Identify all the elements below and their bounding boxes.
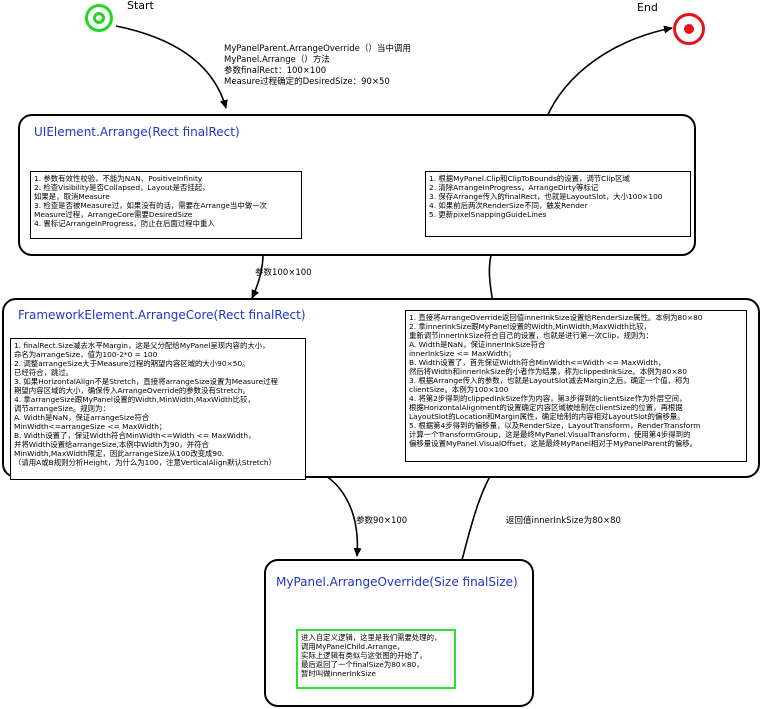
note-item: B. Width设置了，首先保证Width符合MinWidth<=Width <… xyxy=(409,358,666,367)
note-item: 偏移量设置MyPanel.VisualOffset，这是最终MyPanel相对于… xyxy=(409,439,697,448)
uielement-arrange-title: UIElement.Arrange(Rect finalRect) xyxy=(34,125,240,139)
start-node-icon xyxy=(85,4,113,32)
param-label-90x100: 参数90×100 xyxy=(356,516,408,526)
framework-left-notes: 1. finalRect.Size减去水平Margin，这是父分配给MyPane… xyxy=(10,338,306,480)
note-item: （请用A或B规则分析Height，为什么为100，注意VerticalAlign… xyxy=(14,458,276,467)
note-item: A. Width是NaN，保证innerInkSize符合 xyxy=(409,340,546,349)
start-label: Start xyxy=(127,0,154,12)
mypanel-arrangeoverride-title: MyPanel.ArrangeOverride(Size finalSize) xyxy=(276,575,518,589)
mypanel-notes: 进入自定义逻辑，这里是我们需要处理的， 调用MyPanelChild.Arran… xyxy=(296,629,456,689)
note-item: 1. 根据MyPanel.Clip和ClipToBounds的设置，调节Clip… xyxy=(429,174,630,183)
note-item: 并将Width设置给arrangeSize,本例中Width为90，并符合 xyxy=(14,440,209,449)
note-item: 调用MyPanelChild.Arrange， xyxy=(301,642,405,651)
end-label: End xyxy=(637,1,658,14)
note-item: 1. 直接将ArrangeOverride返回值innerInkSize设置给R… xyxy=(409,313,703,322)
note-item: 3. 根据Arrange传入的参数，也就是LayoutSlot减去Margin之… xyxy=(409,376,690,385)
note-item: 进入自定义逻辑，这里是我们需要处理的， xyxy=(301,633,442,642)
note-item: 重新调节innerInkSize符合自己的设置，也就是进行第一次Clip，规则为… xyxy=(409,331,654,340)
note-item: A. Width是NaN，保证arrangeSize符合 xyxy=(14,413,150,422)
note-item: Measure过程，ArrangeCore需要DesiredSize xyxy=(34,210,193,219)
note-item: 2. 清除ArrangeInProgress，ArrangeDirty等标记 xyxy=(429,183,599,192)
note-item: 期望内容区域的大小，确保传入ArrangeOverride的参数没有Stretc… xyxy=(14,386,250,395)
top-annotation: MyPanelParent.ArrangeOverride（）当中调用 MyPa… xyxy=(224,44,411,88)
note-item: 2. 检查Visibility是否Collapsed，Layout是否挂起， xyxy=(34,183,210,192)
note-item: 已经符合，跳过。 xyxy=(14,368,74,377)
note-item: 2. 调整arrangeSize大于Measure过程的期望内容区域的大小90×… xyxy=(14,359,250,368)
note-item: 4. 将第2步得到的clippedInkSize作为内容，第3步得到的clien… xyxy=(409,394,687,403)
note-item: 暂时叫做innerInkSize xyxy=(301,669,376,678)
note-item: clientSize。本例为100×100 xyxy=(409,385,509,394)
note-item: 命名为arrangeSize，值为100-2*0 = 100 xyxy=(14,350,158,359)
return-label-80x80: 返回值innerInkSize为80×80 xyxy=(506,516,621,526)
note-item: 计算一个TransformGroup，这是最终MyPanel.VisualTra… xyxy=(409,430,691,439)
note-item: 1. 参数有效性校验，不能为NAN、PositiveInfinity xyxy=(34,174,203,183)
note-item: 4. 拿arrangeSize跟MyPanel设置的Width,MinWidth… xyxy=(14,395,255,404)
note-item: LayoutSlot的Location和Margin属性，确定绘制的内容相对La… xyxy=(409,412,685,421)
note-item: 最后返回了一个finalSize为80×80， xyxy=(301,660,424,669)
uielement-left-notes: 1. 参数有效性校验，不能为NAN、PositiveInfinity 2. 检查… xyxy=(30,171,302,239)
note-item: 3. 检查是否被Measure过，如果没有的话，需要在Arrange当中做一次 xyxy=(34,201,267,210)
uielement-right-notes: 1. 根据MyPanel.Clip和ClipToBounds的设置，调节Clip… xyxy=(425,171,691,237)
note-item: MinWidth,MaxWidth限定，因此arrangeSize从100改变成… xyxy=(14,449,225,458)
annotation-line: MyPanelParent.ArrangeOverride（）当中调用 xyxy=(224,44,411,54)
framework-arrangecore-title: FrameworkElement.ArrangeCore(Rect finalR… xyxy=(18,308,306,322)
note-item: 实际上逻辑有类似与这张图的开始了， xyxy=(301,651,427,660)
end-node-icon xyxy=(673,13,705,45)
note-item: 4. 置标记ArrangeInProgress，防止在后面过程中重入 xyxy=(34,219,215,228)
arrow-mypanel-to-framework xyxy=(461,463,499,561)
note-item: MinWidth<=arrangeSize <= MaxWidth； xyxy=(14,422,167,431)
annotation-line: 参数finalRect：100×100 xyxy=(224,66,327,76)
arrow-start-to-uielement xyxy=(115,25,228,109)
note-item: 然后将Width和innerInkSize的小者作为结果，称为clippedIn… xyxy=(409,367,687,376)
note-item: 3. 如果HorizontalAlign不是Stretch，直接将arrange… xyxy=(14,377,278,386)
note-item: 如果是，取消Measure xyxy=(34,192,110,201)
framework-right-notes: 1. 直接将ArrangeOverride返回值innerInkSize设置给R… xyxy=(405,310,747,462)
note-item: 根据HorizontalAlignment的设置确定内容区域被绘制在client… xyxy=(409,403,683,412)
note-item: 5. 更新pixelSnappingGuideLines xyxy=(429,210,547,219)
note-item: 调节arrangeSize。规则为： xyxy=(14,404,110,413)
annotation-line: MyPanel.Arrange（）方法 xyxy=(224,55,330,65)
param-label-100x100: 参数100×100 xyxy=(255,268,312,278)
note-item: 2. 拿innerInkSize跟MyPanel设置的Width,MinWidt… xyxy=(409,322,652,331)
note-item: B. Width设置了，保证Width符合MinWidth<=Width <= … xyxy=(14,431,256,440)
note-item: 4. 如果前后两次RenderSize不同，触发Render xyxy=(429,201,588,210)
note-item: innerInkSize <= MaxWidth； xyxy=(409,349,516,358)
note-item: 3. 保存Arrange传入的finalRect，也就是LayoutSlot，大… xyxy=(429,192,663,201)
annotation-line: Measure过程确定的DesiredSize：90×50 xyxy=(224,77,390,87)
note-item: 5. 根据第4步得到的偏移量，以及RenderSize，LayoutTransf… xyxy=(409,421,701,430)
note-item: 1. finalRect.Size减去水平Margin，这是父分配给MyPane… xyxy=(14,341,270,350)
